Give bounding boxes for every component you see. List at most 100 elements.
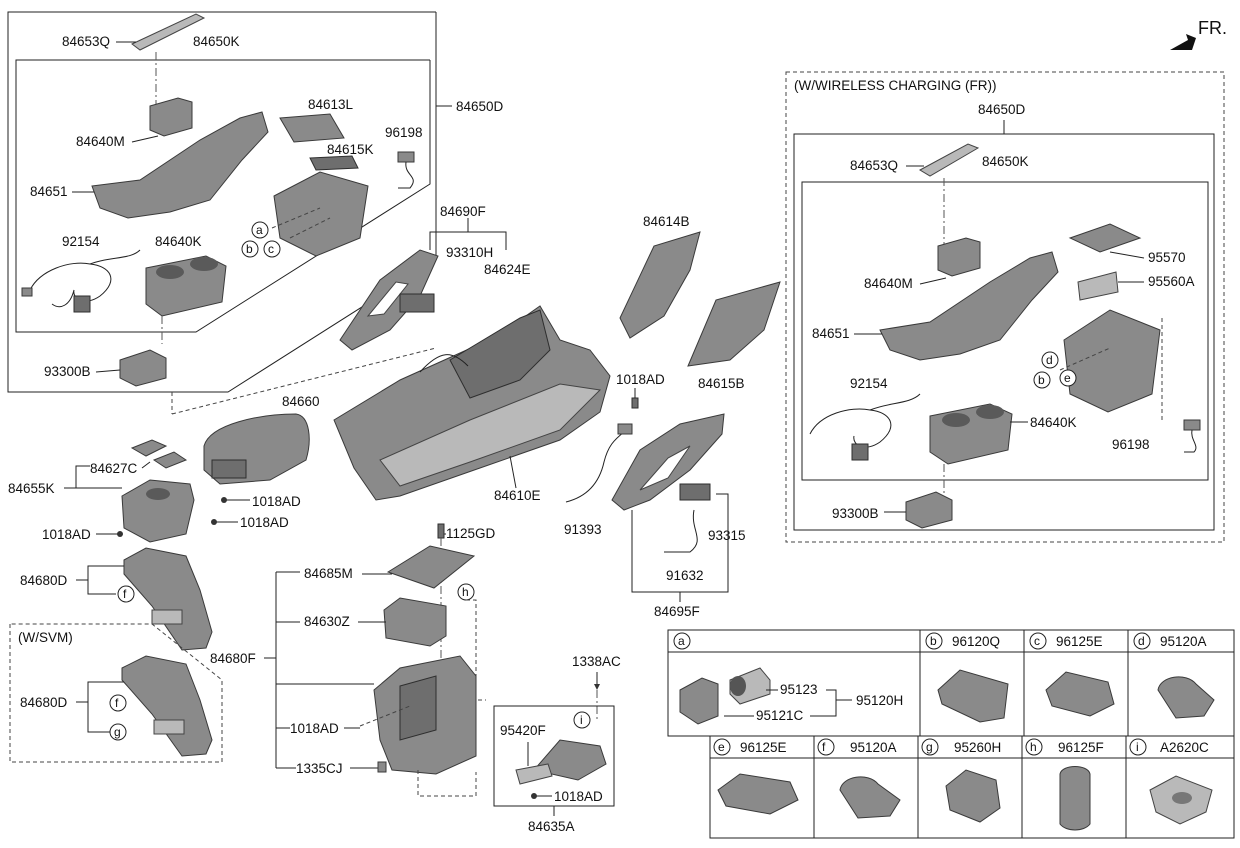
- table-cell-i-key: i: [1136, 740, 1139, 754]
- part-93300b: [119, 349, 167, 387]
- part-84653q-wc-trim: [918, 143, 980, 177]
- label-1338AC: 1338AC: [572, 654, 621, 669]
- callout-b-wc-text: b: [1038, 373, 1045, 387]
- part-93315-switch: [679, 483, 711, 501]
- part-84630z-bin: [383, 597, 447, 647]
- label-84640K: 84640K: [155, 234, 202, 249]
- callout-c-text: c: [268, 242, 274, 256]
- label-84680F: 84680F: [210, 651, 256, 666]
- label-84635A: 84635A: [528, 819, 575, 834]
- front-arrow-icon: [1170, 34, 1196, 50]
- part-84640m-wc: [937, 237, 981, 277]
- part-95420f-bracket: [533, 739, 607, 781]
- label-84614B: 84614B: [643, 214, 690, 229]
- main-console-assembly: 84690F 93310H 84624E 84610E 84614B 84615…: [333, 204, 781, 619]
- label-84640K-wc: 84640K: [1030, 415, 1077, 430]
- label-1125GD: 1125GD: [446, 526, 496, 541]
- callout-a: [251, 221, 269, 239]
- table-cell-d: d 95120A: [1133, 632, 1215, 719]
- table-cell-b-part: 96120Q: [952, 634, 1000, 649]
- callout-a-text: a: [256, 223, 263, 237]
- table-cell-c-part: 96125E: [1056, 634, 1103, 649]
- table-bottom-row: [709, 735, 1235, 839]
- part-93310h-switch: [399, 293, 435, 313]
- label-84655K: 84655K: [8, 481, 55, 496]
- label-93310H: 93310H: [446, 245, 493, 260]
- table-cell-g: g 95260H: [921, 738, 1001, 823]
- wc-outer-frame: [793, 133, 1215, 531]
- callout-e: [1059, 369, 1077, 387]
- part-1335cj-clip: [377, 761, 387, 773]
- wireless-charging-variant: (W/WIRELESS CHARGING (FR)) 84650D 84653Q…: [785, 71, 1225, 543]
- label-96198: 96198: [385, 125, 423, 140]
- bracket-84635a: 1338AC 95420F i 1018AD 84635A: [493, 654, 621, 834]
- part-wc-tray: [1063, 309, 1161, 413]
- label-1018AD-right: 1018AD: [616, 372, 665, 387]
- label-1018AD-c: 1018AD: [42, 527, 91, 542]
- part-93300b-wc: [905, 491, 953, 529]
- wireless-variant-box: [785, 71, 1225, 543]
- callout-f-text: f: [123, 587, 127, 601]
- label-wsvm: (W/SVM): [18, 630, 73, 645]
- part-1125gd-bolt: [437, 523, 445, 539]
- callout-f: [117, 585, 135, 603]
- label-84630Z: 84630Z: [304, 614, 350, 629]
- label-84650K-wc: 84650K: [982, 154, 1029, 169]
- wc-inner-frame: [801, 181, 1209, 481]
- part-bracket-plate: [515, 763, 553, 785]
- table-cell-a: a 95123 95121C 95120H: [673, 632, 903, 725]
- part-84680d-vent: [151, 609, 183, 625]
- label-1018AD-e: 1018AD: [554, 789, 603, 804]
- part-96125f: [1059, 766, 1091, 831]
- label-84650D-wc: 84650D: [978, 102, 1026, 117]
- part-84655k-rear-cover: [121, 479, 195, 543]
- label-84690F: 84690F: [440, 204, 486, 219]
- label-84660: 84660: [282, 394, 320, 409]
- callout-b-wc: [1033, 371, 1051, 389]
- part-84614b-panel: [619, 231, 701, 339]
- label-84650D: 84650D: [456, 99, 504, 114]
- part-95570-pad: [1068, 223, 1142, 253]
- table-cell-e: e 96125E: [713, 738, 799, 815]
- table-cell-h-part: 96125F: [1058, 740, 1104, 755]
- part-92154-wc-harness: [809, 393, 921, 448]
- label-84615K: 84615K: [327, 142, 374, 157]
- part-91393-cable: [565, 431, 625, 503]
- label-84650K: 84650K: [193, 34, 240, 49]
- part-96120q: [937, 669, 1009, 723]
- callout-g: [109, 723, 127, 741]
- part-84615b-panel: [687, 281, 781, 367]
- label-84680D-svm: 84680D: [20, 695, 68, 710]
- label-84651: 84651: [30, 184, 68, 199]
- armrest-assembly: 84660 1018AD 1018AD 84627C 84655K 1018AD…: [8, 394, 320, 651]
- part-92154-plug: [21, 287, 33, 297]
- part-92154-wc-connector: [851, 443, 869, 461]
- table-cell-e-key: e: [718, 740, 725, 754]
- callout-d: [1041, 351, 1059, 369]
- table-cell-a-key: a: [678, 634, 685, 648]
- label-84640M: 84640M: [76, 134, 125, 149]
- part-96125e: [1045, 671, 1115, 717]
- callout-i-text: i: [580, 713, 583, 727]
- label-95570: 95570: [1148, 250, 1186, 265]
- part-84640m: [149, 97, 193, 137]
- part-84680d-svm-panel: [121, 655, 213, 757]
- callout-h-text: h: [462, 585, 469, 599]
- label-wcharge: (W/WIRELESS CHARGING (FR)): [794, 78, 997, 93]
- label-1018AD-b: 1018AD: [240, 515, 289, 530]
- lower-storage-assembly: 1125GD 84685M 84630Z h 84680F 1018AD 133…: [210, 523, 496, 797]
- callout-b-text: b: [246, 242, 253, 256]
- part-1018ad-bolt: [631, 397, 639, 409]
- part-95560a-module: [1077, 271, 1119, 301]
- part-84680d-rear-panel: [123, 547, 213, 651]
- label-92154: 92154: [62, 234, 100, 249]
- part-95260h: [945, 769, 1001, 823]
- label-84613L: 84613L: [308, 97, 354, 112]
- table-cell-h-key: h: [1030, 740, 1037, 754]
- table-cell-i: i A2620C: [1129, 738, 1213, 825]
- table-a-part-3: 95120H: [856, 693, 903, 708]
- table-a-part-1: 95123: [780, 682, 818, 697]
- callout-b: [241, 240, 259, 258]
- front-label: FR.: [1198, 18, 1227, 38]
